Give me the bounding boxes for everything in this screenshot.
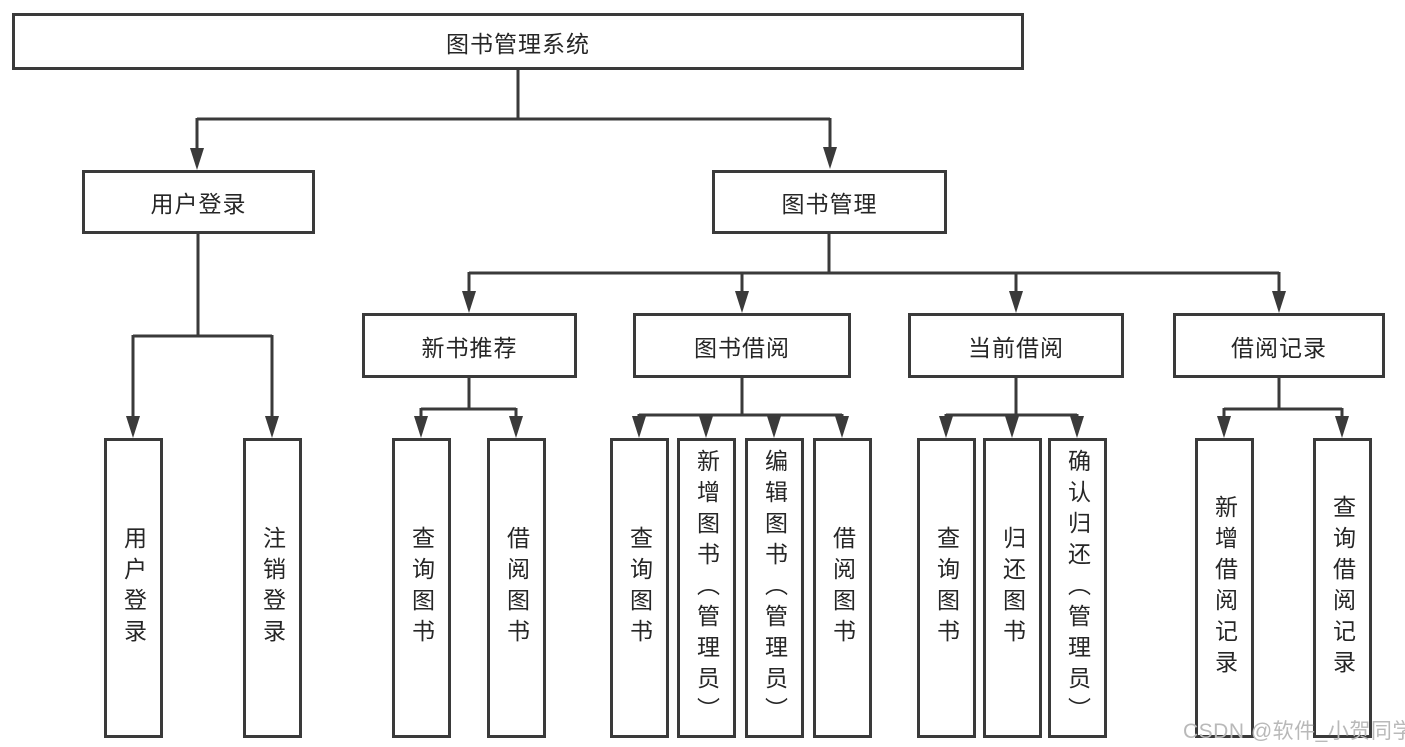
node-borrow-records: 借阅记录	[1173, 313, 1385, 378]
node-user-login: 用户登录	[82, 170, 315, 234]
leaf-borrow-books-recommend: 借阅图书	[487, 438, 546, 738]
node-new-book-recommend: 新书推荐	[362, 313, 577, 378]
leaf-return-book: 归还图书	[983, 438, 1042, 738]
leaf-user-login: 用户登录	[104, 438, 163, 738]
node-book-management: 图书管理	[712, 170, 947, 234]
leaf-query-borrow-record: 查询借阅记录	[1313, 438, 1372, 738]
node-current-borrow: 当前借阅	[908, 313, 1124, 378]
leaf-add-borrow-record: 新增借阅记录	[1195, 438, 1254, 738]
leaf-query-books-recommend: 查询图书	[392, 438, 451, 738]
node-book-borrow: 图书借阅	[633, 313, 851, 378]
node-root: 图书管理系统	[12, 13, 1024, 70]
leaf-query-books-borrow: 查询图书	[610, 438, 669, 738]
leaf-edit-book-admin: 编辑图书（管理员）	[745, 438, 804, 738]
leaf-query-books-current: 查询图书	[917, 438, 976, 738]
csdn-watermark: CSDN @软件_小贺同学	[1183, 720, 1405, 743]
leaf-add-book-admin: 新增图书（管理员）	[677, 438, 736, 738]
leaf-logout: 注销登录	[243, 438, 302, 738]
leaf-confirm-return-admin: 确认归还（管理员）	[1048, 438, 1107, 738]
leaf-borrow-books-borrow: 借阅图书	[813, 438, 872, 738]
